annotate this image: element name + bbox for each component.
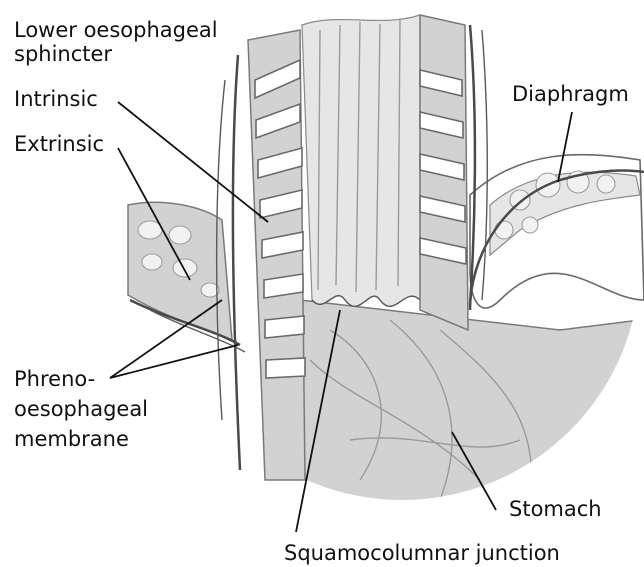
stomach-region: [300, 300, 644, 560]
oesophageal-lumen: [302, 15, 420, 306]
label-phreno-line1: Phreno-: [14, 367, 95, 391]
label-stomach: Stomach: [509, 497, 602, 521]
label-extrinsic: Extrinsic: [14, 132, 104, 156]
oesophageal-wall-left: [217, 30, 305, 480]
label-intrinsic: Intrinsic: [14, 87, 98, 111]
diaphragm-left: [128, 202, 245, 352]
label-phreno-line2: oesophageal: [14, 397, 148, 421]
label-lower-sphincter-line1: Lower oesophageal: [14, 18, 218, 42]
diaphragm-right: [470, 155, 644, 310]
label-phreno-line3: membrane: [14, 427, 129, 451]
label-diaphragm: Diaphragm: [512, 82, 629, 106]
label-lower-sphincter-line2: sphincter: [14, 42, 112, 66]
label-squamocolumnar-junction: Squamocolumnar junction: [284, 541, 560, 565]
